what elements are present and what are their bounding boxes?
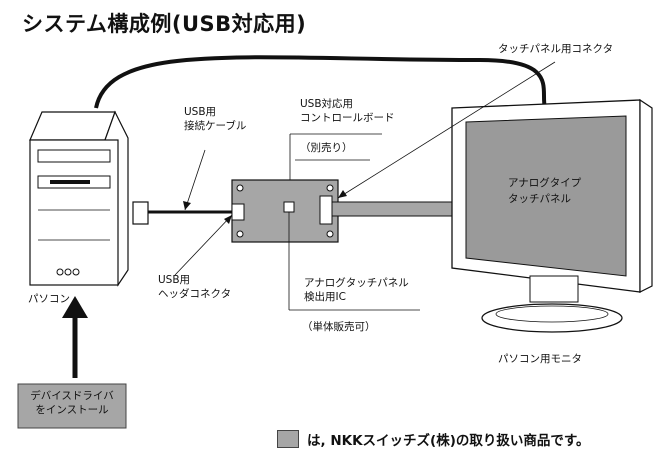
install-arrow-head [62,296,88,318]
diagram-title: システム構成例(USB対応用) [22,12,307,36]
legend: は, NKKスイッチズ(株)の取り扱い商品です。 [277,429,590,449]
leader-usb-cable [184,149,206,211]
label-usb-cable-1: USB用 [184,106,217,118]
monitor-connection-cable [94,55,547,109]
leader-usb-header [174,214,233,276]
install-driver-text: デバイスドライバ をインストール [18,389,126,417]
label-pc: パソコン [28,293,70,305]
install-driver-box [17,383,127,429]
label-sold-alone: （単体販売可） [302,321,376,333]
legend-swatch [277,430,299,448]
label-sold-separately: （別売り） [300,142,353,154]
label-detection-ic-1: アナログタッチパネル [304,277,409,289]
install-driver-line1: デバイスドライバ [30,390,114,402]
install-driver-line2: をインストール [35,404,109,416]
touch-panel-flex-cable [331,201,471,217]
leader-touch-connector [337,61,556,199]
pc-usb-port [132,201,149,225]
controller-board [231,179,339,243]
pc-tower [29,110,129,287]
label-controller-board-1: USB対応用 [300,98,354,110]
label-controller-board-2: コントロールボード [300,112,395,124]
label-usb-header-2: ヘッダコネクタ [158,288,232,300]
label-usb-header-1: USB用 [158,274,191,286]
label-analog-touch-panel-2: タッチパネル [508,193,571,205]
legend-text: は, NKKスイッチズ(株)の取り扱い商品です。 [307,433,590,449]
label-usb-cable-2: 接続ケーブル [184,120,247,132]
pc-monitor [451,98,653,333]
label-analog-touch-panel-1: アナログタイプ [508,177,582,189]
label-detection-ic-2: 検出用IC [304,291,346,303]
label-pc-monitor: パソコン用モニタ [498,353,582,365]
label-touch-panel-connector: タッチパネル用コネクタ [498,43,614,55]
